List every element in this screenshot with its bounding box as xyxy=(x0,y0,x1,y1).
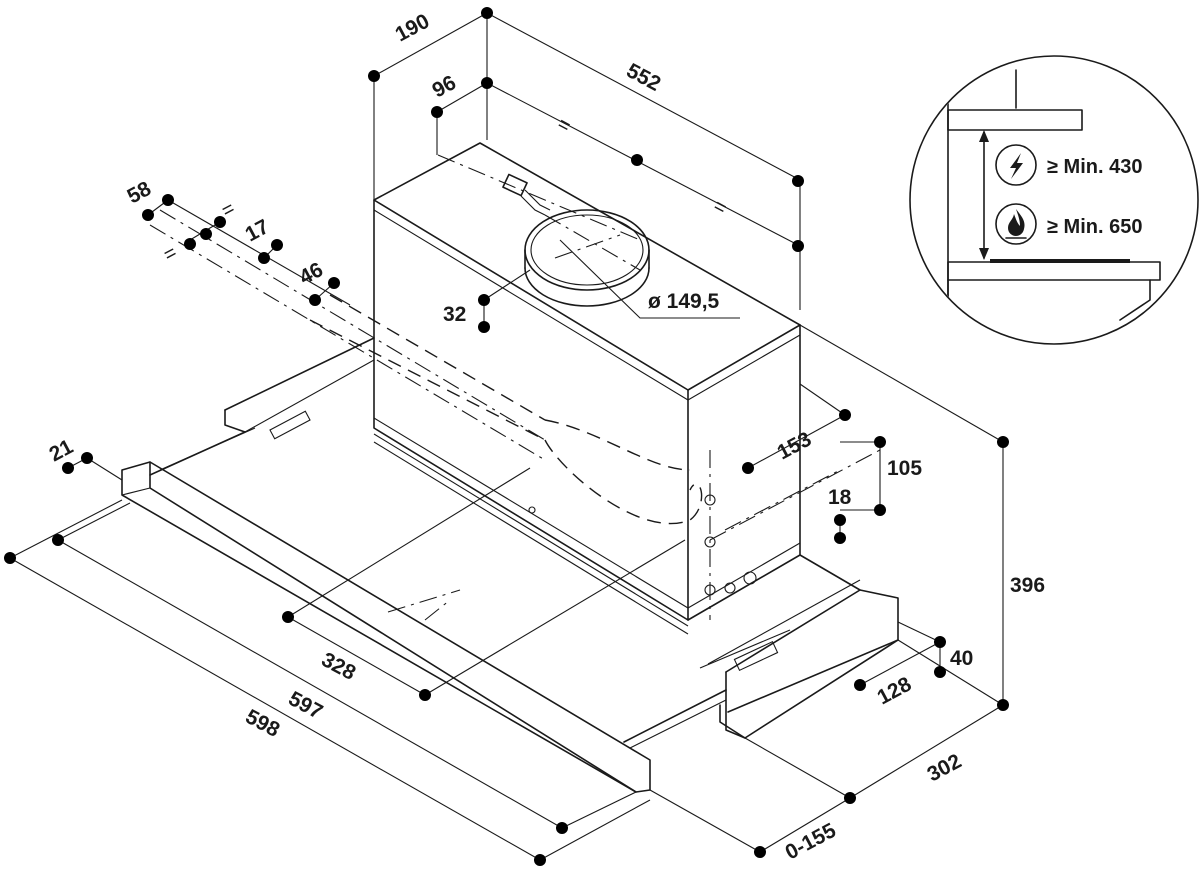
installation-height-inset: ≥ Min. 430 ≥ Min. 650 xyxy=(909,55,1199,345)
inset-hood xyxy=(947,109,1083,131)
dim-396: 396 xyxy=(1010,574,1045,597)
inset-circle xyxy=(909,55,1199,345)
dim-40: 40 xyxy=(950,647,973,670)
dim-128: 128 xyxy=(874,673,916,710)
flame-icon xyxy=(995,203,1037,245)
dim-diameter: ø 149,5 xyxy=(648,290,720,313)
lightning-icon xyxy=(995,144,1037,186)
dimension-lines xyxy=(9,12,1004,861)
dim-32: 32 xyxy=(443,303,466,326)
equal-mark-4: = xyxy=(160,242,181,267)
equal-mark-1: = xyxy=(554,113,575,138)
dim-190: 190 xyxy=(392,10,434,47)
dim-153: 153 xyxy=(774,428,816,465)
dim-105: 105 xyxy=(887,457,922,480)
dim-17: 17 xyxy=(242,215,273,246)
dim-18: 18 xyxy=(828,486,852,509)
dim-0-155: 0-155 xyxy=(782,819,841,865)
min-electric-label: ≥ Min. 430 xyxy=(1047,156,1142,178)
dim-552: 552 xyxy=(623,59,665,96)
dim-96: 96 xyxy=(429,71,460,102)
dim-58: 58 xyxy=(124,177,156,208)
inset-cooktop xyxy=(947,261,1161,281)
hood-body xyxy=(121,142,899,793)
hidden-lines xyxy=(149,154,881,621)
dimension-dots xyxy=(4,7,1009,866)
dim-21: 21 xyxy=(46,435,78,466)
dim-46: 46 xyxy=(296,258,327,289)
min-gas-label: ≥ Min. 650 xyxy=(1047,216,1142,238)
dim-302: 302 xyxy=(924,750,966,787)
equal-mark-2: = xyxy=(710,195,731,220)
